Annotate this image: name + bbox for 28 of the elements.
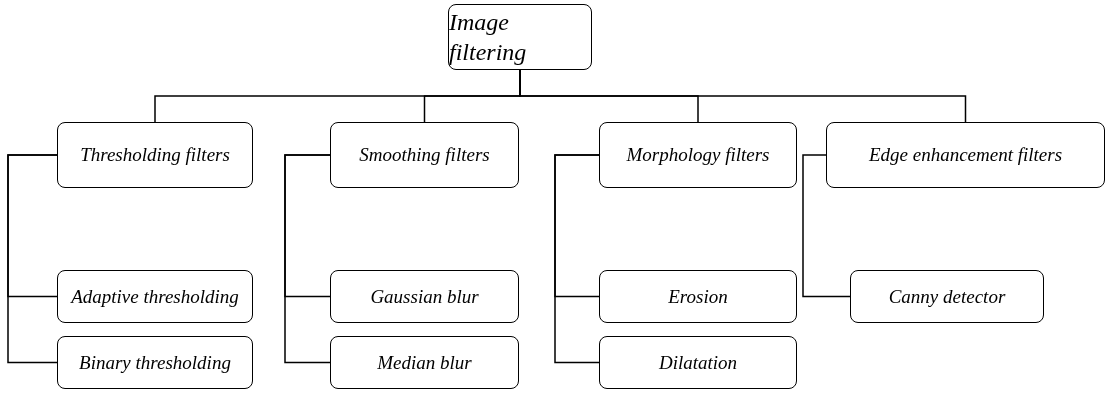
box-label: Smoothing filters <box>359 143 490 167</box>
box-label: Dilatation <box>658 350 738 375</box>
filter-box <box>57 336 253 389</box>
filter-box <box>330 336 519 389</box>
box-label: Image filtering <box>449 8 528 67</box>
filter-box <box>850 270 1044 323</box>
filter-box <box>330 270 519 323</box>
box-label: Edge enhancement filters <box>868 143 1063 167</box>
connector-line <box>554 154 600 364</box>
connector-line <box>7 154 58 364</box>
filter-box <box>57 270 253 323</box>
box-label: Thresholding filters <box>80 143 230 167</box>
connector-line <box>802 154 851 298</box>
filter-box <box>57 122 253 188</box>
filter-box <box>599 270 797 323</box>
filter-box <box>599 336 797 389</box>
connector-line <box>284 154 331 364</box>
filter-box <box>448 4 592 70</box>
filter-box <box>330 122 519 188</box>
box-label: Adaptive thresholding <box>71 284 239 309</box>
box-label: Canny detector <box>888 284 1006 309</box>
filter-box <box>599 122 797 188</box>
box-label: Morphology filters <box>626 143 770 167</box>
box-label: Erosion <box>668 284 728 309</box>
box-label: Median blur <box>377 350 472 375</box>
filter-box <box>826 122 1105 188</box>
box-label: Gaussian blur <box>370 284 479 309</box>
box-label: Binary thresholding <box>79 350 231 375</box>
